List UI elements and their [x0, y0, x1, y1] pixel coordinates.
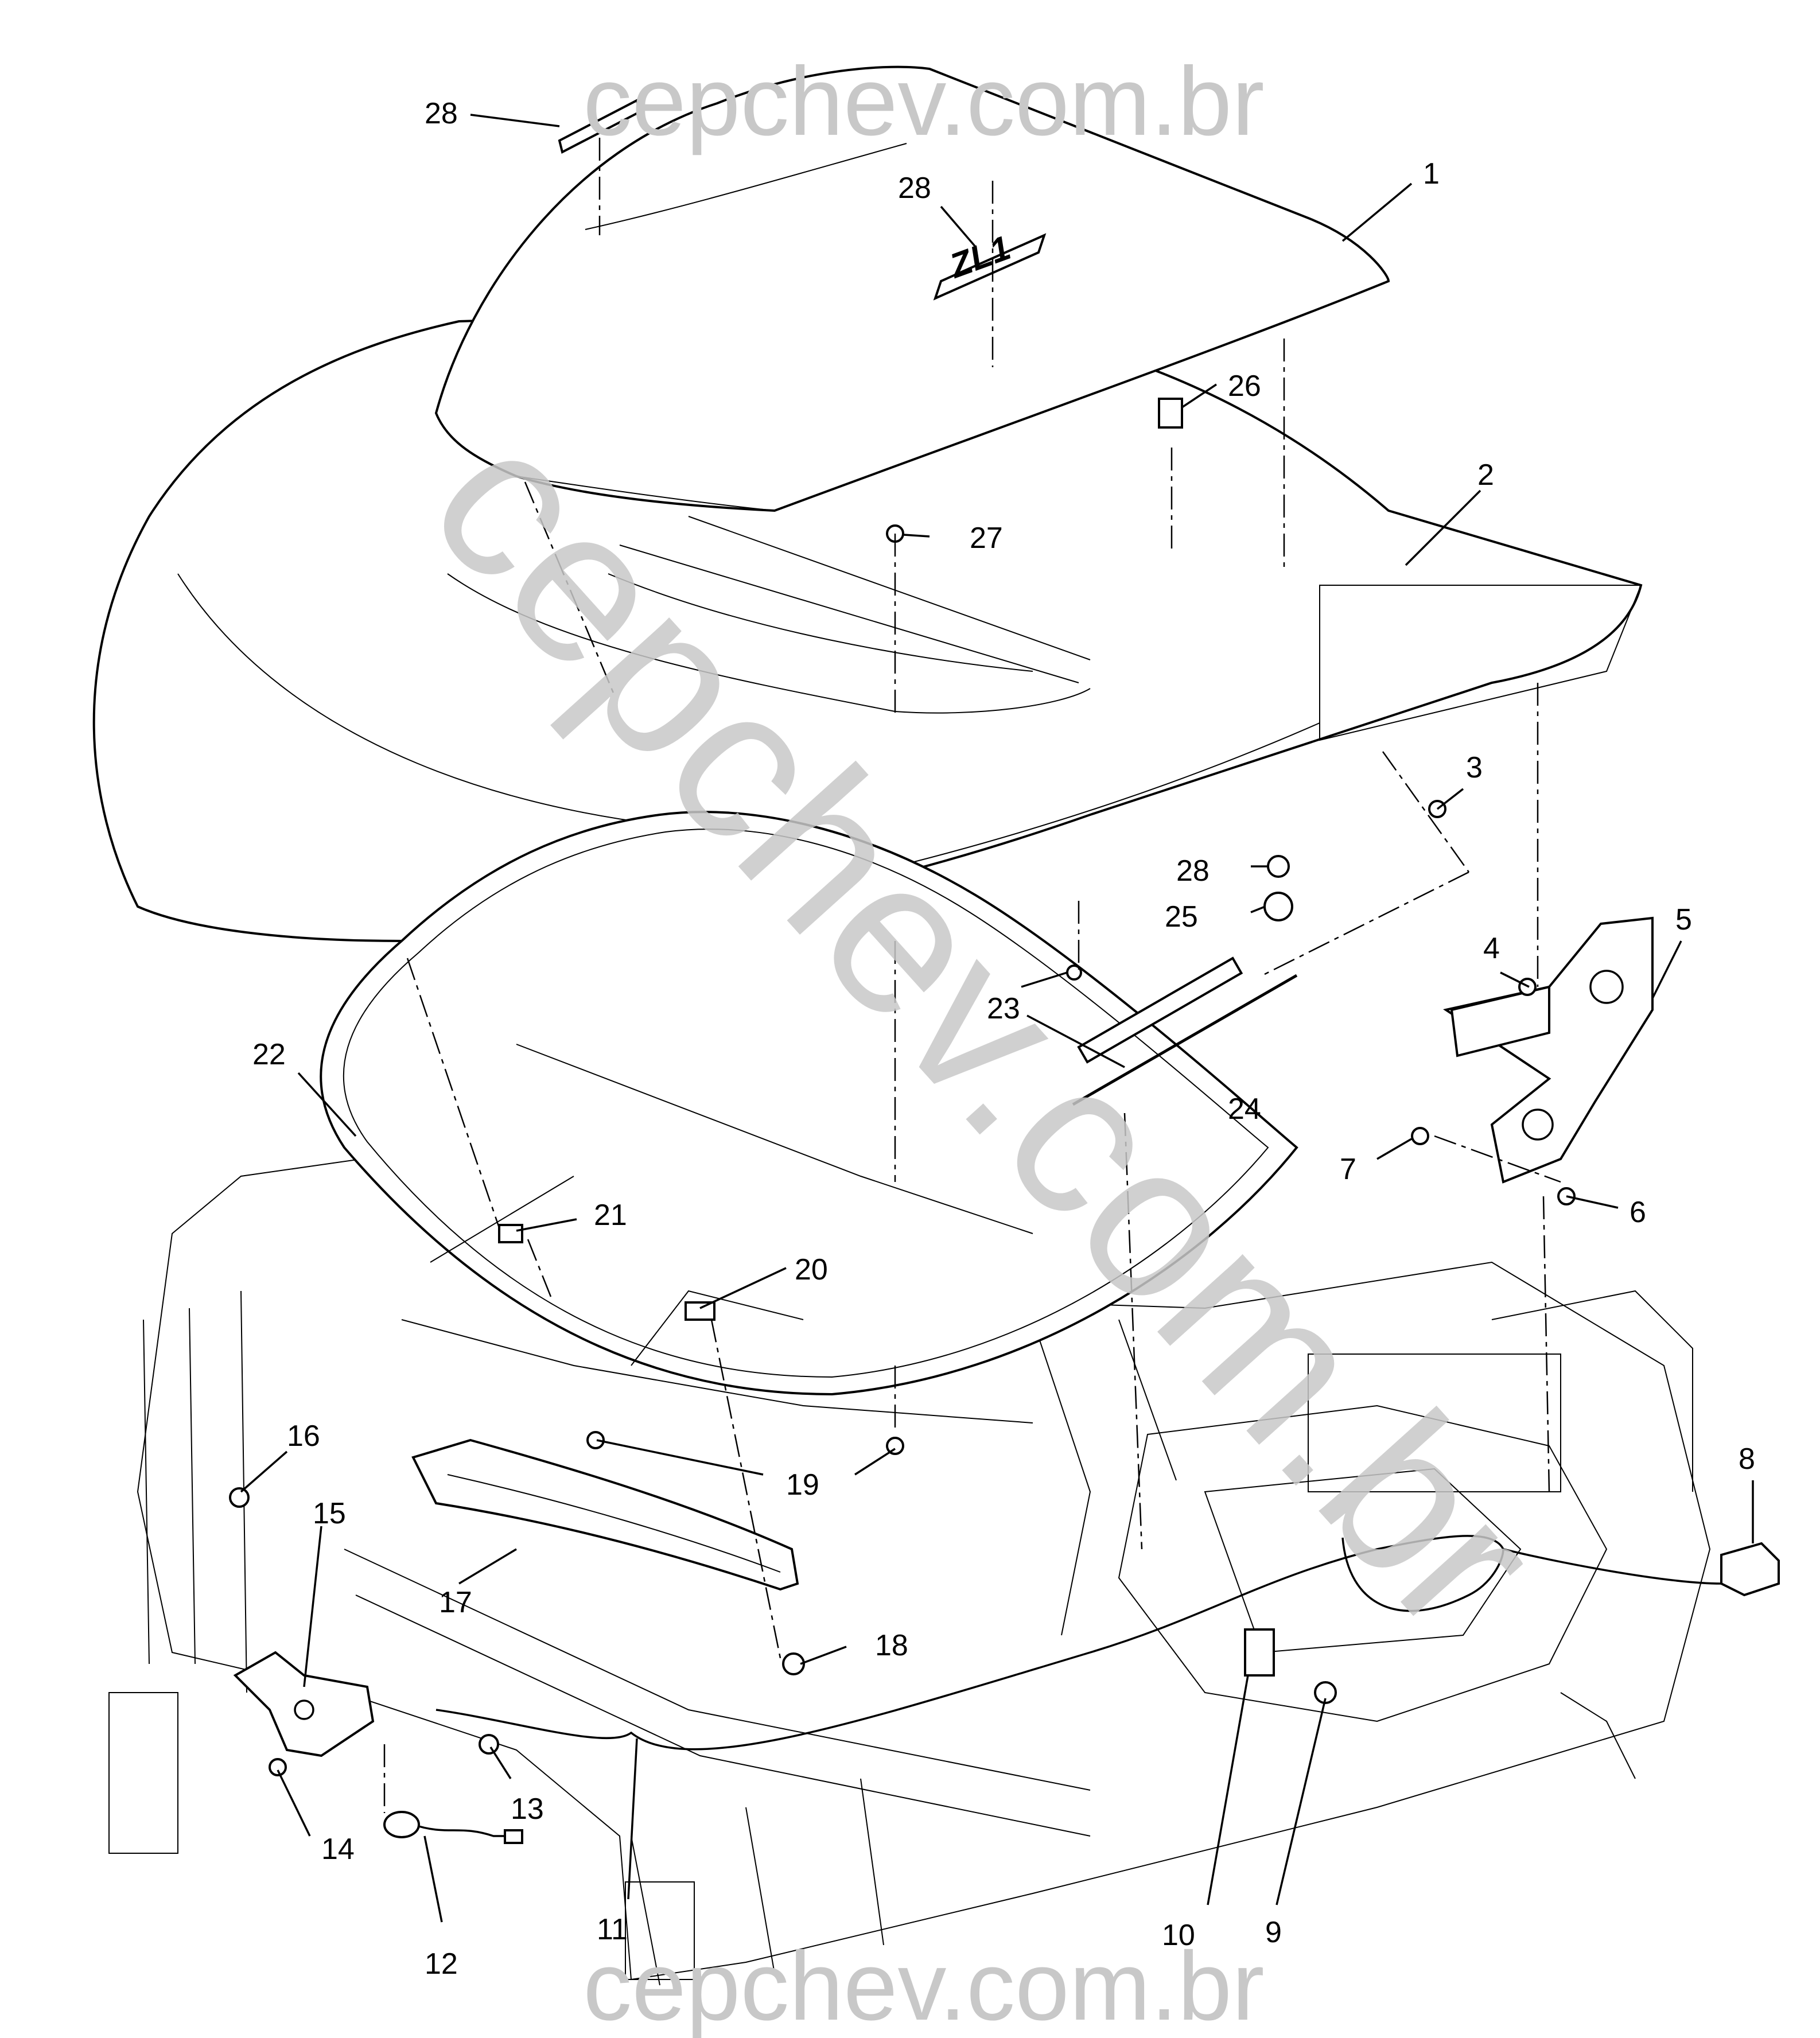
emblem-small [558, 99, 641, 154]
callout-27: 27 [970, 522, 1003, 555]
alignment-lines [383, 138, 1561, 1813]
callout-12: 12 [425, 1947, 458, 1981]
callout-16: 16 [287, 1419, 320, 1453]
hood-hinge [1442, 916, 1654, 1184]
release-handle [1720, 1542, 1780, 1597]
callout-21: 21 [594, 1199, 627, 1232]
engine-bay-structure [108, 1152, 1711, 1986]
callout-14: 14 [321, 1833, 355, 1866]
latch-harness [383, 1811, 523, 1844]
hood-insulator [320, 811, 1298, 1396]
callout-10: 10 [1162, 1919, 1195, 1952]
callout-7: 7 [1340, 1153, 1356, 1186]
callout-25: 25 [1165, 900, 1198, 934]
callout-4: 4 [1483, 932, 1500, 965]
hood-latch [233, 1651, 375, 1757]
callout-2: 2 [1477, 458, 1494, 492]
hood-strut [1072, 956, 1298, 1106]
callout-24: 24 [1228, 1092, 1261, 1126]
callout-11: 11 [597, 1913, 628, 1946]
callout-9: 9 [1265, 1916, 1282, 1949]
watermark-bottom: cepchev.com.br [583, 1932, 1264, 2038]
callout-20: 20 [795, 1253, 828, 1286]
callout-3: 3 [1466, 751, 1483, 784]
callout-8: 8 [1739, 1442, 1755, 1476]
callout-18: 18 [875, 1629, 908, 1662]
callout-labels: 28 28 1 26 27 2 3 28 25 23 4 5 24 7 6 22… [252, 97, 1755, 1981]
callout-22: 22 [252, 1038, 286, 1071]
callout-28a: 28 [425, 97, 458, 130]
release-cable [435, 1535, 1722, 1751]
leader-lines [240, 114, 1754, 1923]
callout-15: 15 [313, 1497, 346, 1530]
callout-19: 19 [786, 1468, 819, 1502]
callout-17: 17 [439, 1586, 472, 1619]
watermark-top: cepchev.com.br [583, 47, 1264, 156]
callout-26: 26 [1228, 370, 1261, 403]
front-deflector [411, 1438, 799, 1591]
callout-29: 28 [1176, 854, 1210, 888]
callout-5: 5 [1675, 903, 1692, 936]
callout-1: 1 [1423, 157, 1440, 190]
callout-28b: 28 [898, 172, 931, 205]
callout-23: 23 [987, 992, 1020, 1025]
callout-6: 6 [1630, 1196, 1646, 1229]
callout-13: 13 [511, 1792, 544, 1826]
